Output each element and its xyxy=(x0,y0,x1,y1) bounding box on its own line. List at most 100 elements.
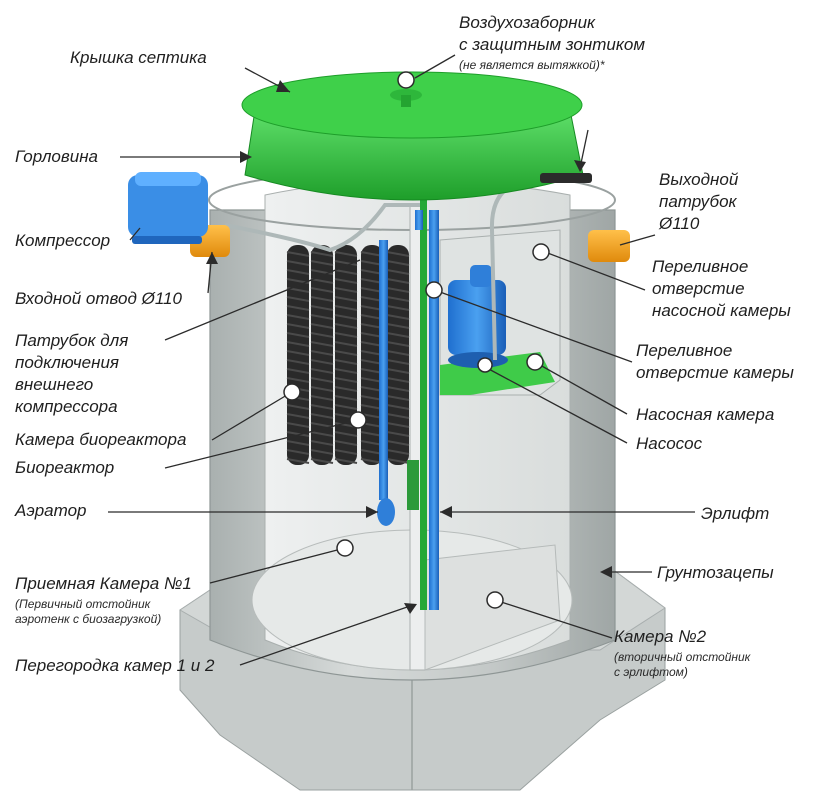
bioreactor-ring xyxy=(334,260,358,266)
pump-overflow-label-2: отверстие xyxy=(652,279,745,298)
bioreactor-ring xyxy=(310,260,334,266)
bioreactor-ring xyxy=(386,260,410,266)
bioreactor-ring xyxy=(310,431,334,437)
pump-body xyxy=(448,265,508,368)
chamber1-label-2: (Первичный отстойник xyxy=(15,597,151,611)
pump-chamber-label: Насосная камера xyxy=(636,405,775,424)
outlet-label-3: Ø110 xyxy=(659,214,700,233)
bioreactor-ring xyxy=(334,296,358,302)
aerator-pipe xyxy=(377,240,395,526)
bioreactor-ring xyxy=(386,458,410,464)
bioreactor-ring xyxy=(334,431,358,437)
bioreactor-ring xyxy=(310,332,334,338)
bioreactor-ring xyxy=(386,404,410,410)
bioreactor-ring xyxy=(310,341,334,347)
bioreactor-ring xyxy=(310,296,334,302)
ext-compressor-label-4: компрессора xyxy=(15,397,118,416)
bioreactor-ring xyxy=(334,332,358,338)
bioreactor-ring xyxy=(334,350,358,356)
bioreactor-ring xyxy=(310,413,334,419)
bioreactor-ring xyxy=(334,440,358,446)
bioreactor-ring xyxy=(286,404,310,410)
bioreactor-ring xyxy=(386,449,410,455)
bioreactor-ring xyxy=(310,278,334,284)
bioreactor-ring xyxy=(334,341,358,347)
bioreactor-ring xyxy=(310,458,334,464)
bioreactor-ring xyxy=(386,278,410,284)
bioreactor-ring xyxy=(386,422,410,428)
bioreactor-ring xyxy=(286,449,310,455)
bioreactor-ring xyxy=(386,305,410,311)
outlet-label-2: патрубок xyxy=(659,192,737,211)
bioreactor-ring xyxy=(286,296,310,302)
bioreactor-ring xyxy=(310,251,334,257)
aerator-label: Аэратор xyxy=(15,501,87,520)
bioreactor-ring xyxy=(286,269,310,275)
air-intake-label-3: (не является вытяжкой)* xyxy=(459,58,605,72)
bioreactor-ring xyxy=(286,422,310,428)
bioreactor-ring xyxy=(310,422,334,428)
bioreactor-ring xyxy=(386,323,410,329)
airlift-pipes xyxy=(407,185,439,610)
bioreactor-ring xyxy=(286,440,310,446)
bioreactor-ring xyxy=(310,395,334,401)
bioreactor-ring xyxy=(310,440,334,446)
chamber1-label-1: Приемная Камера №1 xyxy=(15,574,192,593)
chamber-overflow-label-1: Переливное xyxy=(636,341,733,360)
partition-label: Перегородка камер 1 и 2 xyxy=(15,656,215,675)
bioreactor-ring xyxy=(310,350,334,356)
bioreactor-ring xyxy=(334,278,358,284)
bioreactor-chamber-label: Камера биореактора xyxy=(15,430,187,449)
ext-compressor-label-1: Патрубок для xyxy=(15,331,129,350)
bioreactor-ring xyxy=(334,458,358,464)
bioreactor-ring xyxy=(286,314,310,320)
bioreactor-ring xyxy=(310,314,334,320)
anchors-label: Грунтозацепы xyxy=(657,563,774,582)
pump-label: Насосос xyxy=(636,434,703,453)
bioreactor-ring xyxy=(334,269,358,275)
bioreactor-ring xyxy=(286,341,310,347)
bioreactor-ring xyxy=(286,431,310,437)
circle-markers xyxy=(283,71,550,609)
bioreactor-ring xyxy=(334,377,358,383)
bioreactor-label: Биореактор xyxy=(15,458,115,477)
bioreactor-ring xyxy=(310,359,334,365)
chamber2-label-3: с эрлифтом) xyxy=(614,665,688,679)
bioreactor-ring xyxy=(386,269,410,275)
outlet-pipe xyxy=(540,173,630,262)
pump-overflow-label-1: Переливное xyxy=(652,257,749,276)
neck-label: Горловина xyxy=(15,147,99,166)
bioreactor-ring xyxy=(310,305,334,311)
air-intake-label-2: с защитным зонтиком xyxy=(459,35,645,54)
bioreactor-ring xyxy=(334,305,358,311)
bioreactor-ring xyxy=(334,404,358,410)
bioreactor-ring xyxy=(386,332,410,338)
bioreactor-ring xyxy=(386,440,410,446)
bioreactor-ring xyxy=(334,386,358,392)
chamber-overflow-label-2: отверстие камеры xyxy=(636,363,794,382)
leader-lines xyxy=(108,54,695,666)
bioreactor-ring xyxy=(310,368,334,374)
outlet-label-1: Выходной xyxy=(659,170,739,189)
lid-label: Крышка септика xyxy=(70,48,207,67)
bioreactor-ring xyxy=(386,287,410,293)
bioreactor-ring xyxy=(286,251,310,257)
bioreactor-ring xyxy=(286,413,310,419)
pump-overflow-label-3: насосной камеры xyxy=(652,301,791,320)
bioreactor-ring xyxy=(386,314,410,320)
inlet-label: Входной отвод Ø110 xyxy=(15,289,182,308)
bioreactor-ring xyxy=(334,251,358,257)
bioreactor-ring xyxy=(386,341,410,347)
bioreactor-ring xyxy=(286,260,310,266)
bioreactor-ring xyxy=(310,287,334,293)
bioreactor-ring xyxy=(334,395,358,401)
arrow-heads xyxy=(206,80,612,614)
lid xyxy=(241,71,584,201)
bioreactor-ring xyxy=(286,350,310,356)
compressor-label: Компрессор xyxy=(15,231,111,250)
bioreactor-ring xyxy=(286,458,310,464)
bioreactor-ring xyxy=(334,323,358,329)
compressor-body xyxy=(128,172,208,244)
bioreactor-ring xyxy=(286,332,310,338)
air-intake-label-1: Воздухозаборник xyxy=(459,13,596,32)
